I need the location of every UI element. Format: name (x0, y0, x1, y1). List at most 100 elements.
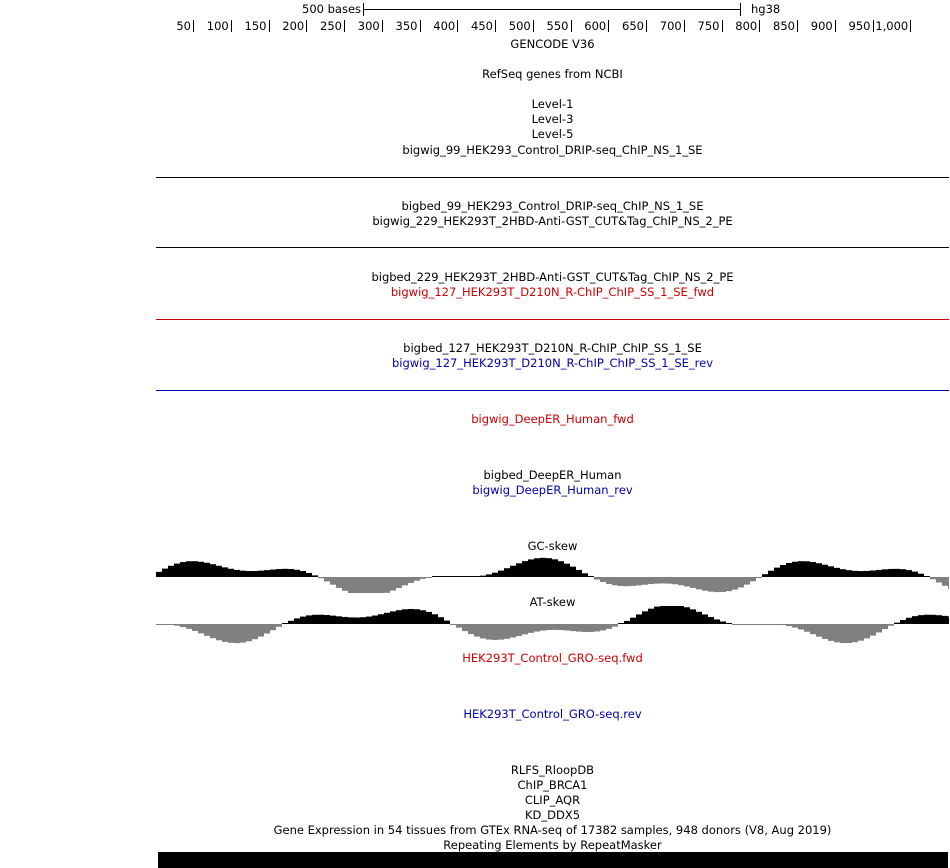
chip-brca1-track-label[interactable]: ChIP_BRCA1 (517, 778, 588, 792)
level-1-track-label[interactable]: Level-1 (531, 97, 574, 111)
at-bar (186, 624, 192, 629)
at-bar (570, 624, 576, 632)
at-bar (258, 624, 264, 637)
at-bar (456, 624, 462, 628)
gencode-track-label[interactable]: GENCODE V36 (510, 37, 595, 51)
gc-bar (816, 563, 822, 577)
bigwig-127-rev-track-label[interactable]: bigwig_127_HEK293T_D210N_R-ChIP_ChIP_SS_… (391, 356, 714, 370)
gc-bar (702, 577, 708, 591)
gc-skew-signal[interactable] (156, 553, 949, 593)
bigbed-99-track-label[interactable]: bigbed_99_HEK293_Control_DRIP-seq_ChIP_N… (401, 199, 704, 213)
gc-bar (318, 577, 324, 579)
bigbed-127-track-label[interactable]: bigbed_127_HEK293T_D210N_R-ChIP_ChIP_SS_… (403, 341, 702, 355)
gc-bar (852, 570, 858, 577)
at-bar (210, 624, 216, 639)
at-bar (834, 624, 840, 643)
ruler-tick-mark (230, 20, 232, 32)
assembly-label: hg38 (751, 2, 781, 16)
at-bar (786, 624, 792, 627)
gro-rev-track-label[interactable]: HEK293T_Control_GRO-seq.rev (463, 707, 642, 721)
gc-bar (354, 577, 360, 593)
gc-bar (582, 573, 588, 577)
repeatmasker-track-label[interactable]: Repeating Elements by RepeatMasker (443, 838, 662, 852)
ruler-tick: 50 (176, 19, 194, 33)
gc-bar (780, 564, 786, 577)
gc-bar (696, 577, 702, 590)
gc-bar (306, 572, 312, 577)
ruler-tick-label: 1,000 (875, 19, 909, 33)
at-bar (528, 624, 534, 633)
gc-bar (936, 577, 942, 583)
at-bar (474, 624, 480, 637)
gc-bar (654, 577, 660, 584)
gc-bar (846, 570, 852, 577)
bigwig-99-track-label[interactable]: bigwig_99_HEK293_Control_DRIP-seq_ChIP_N… (402, 143, 703, 157)
gc-bar (888, 568, 894, 577)
ruler-tick-mark (457, 20, 459, 32)
clip-aqr-track-label[interactable]: CLIP_AQR (524, 793, 581, 807)
at-bar (510, 624, 516, 638)
ruler-tick: 500 (509, 19, 534, 33)
gc-bar (636, 577, 642, 586)
gc-bar (438, 576, 444, 577)
gc-bar (708, 577, 714, 592)
gc-bar (756, 577, 762, 578)
at-bar (294, 618, 300, 624)
at-bar (504, 624, 510, 639)
gc-bar (786, 563, 792, 577)
at-bar (768, 624, 774, 625)
at-skew-track-label[interactable]: AT-skew (529, 595, 576, 609)
gc-bar (792, 561, 798, 577)
ruler-tick: 800 (735, 19, 761, 33)
deeper-bed-track-label[interactable]: bigbed_DeepER_Human (483, 468, 622, 482)
gc-bar (762, 574, 768, 577)
level-5-track-label[interactable]: Level-5 (531, 127, 574, 141)
gc-bar (192, 561, 198, 577)
gc-bar (924, 576, 930, 577)
gro-fwd-track-label[interactable]: HEK293T_Control_GRO-seq.fwd (462, 651, 643, 665)
at-bar (432, 614, 438, 624)
ruler-tick-label: 300 (357, 19, 380, 33)
gc-bar (858, 571, 864, 577)
bigwig-127-fwd-track-label[interactable]: bigwig_127_HEK293T_D210N_R-ChIP_ChIP_SS_… (390, 285, 715, 299)
gc-skew-track-label[interactable]: GC-skew (527, 539, 578, 553)
gc-bar (204, 562, 210, 577)
at-bar (618, 623, 624, 624)
at-bar (930, 614, 936, 624)
scale-bar-line (363, 9, 740, 10)
refseq-track-label[interactable]: RefSeq genes from NCBI (482, 67, 623, 81)
at-bar (612, 624, 618, 627)
bigwig-229-track-label[interactable]: bigwig_229_HEK293T_2HBD-Anti-GST_CUT&Tag… (372, 214, 733, 228)
level-3-track-label[interactable]: Level-3 (531, 112, 574, 126)
at-bar (450, 624, 456, 625)
gc-bar (342, 577, 348, 591)
gc-bar (384, 577, 390, 593)
gc-bar (930, 577, 936, 580)
gc-bar (216, 565, 222, 577)
at-bar (252, 624, 258, 640)
gc-bar (900, 569, 906, 577)
kd-ddx5-track-label[interactable]: KD_DDX5 (524, 808, 581, 822)
at-bar (204, 624, 210, 636)
ruler-tick-mark (721, 20, 723, 32)
gc-bar (474, 576, 480, 577)
gtex-track-label[interactable]: Gene Expression in 54 tissues from GTEx … (273, 823, 832, 837)
ruler-tick: 900 (811, 19, 836, 33)
at-skew-signal[interactable] (156, 606, 949, 650)
gc-bar (912, 571, 918, 577)
gc-bar (366, 577, 372, 593)
rlfs-track-label[interactable]: RLFS_RloopDB (510, 763, 595, 777)
at-bar (162, 624, 168, 625)
at-bar (444, 620, 450, 624)
deeper-rev-track-label[interactable]: bigwig_DeepER_Human_rev (472, 483, 633, 497)
gc-bar (234, 569, 240, 577)
bigbed-229-track-label[interactable]: bigbed_229_HEK293T_2HBD-Anti-GST_CUT&Tag… (371, 270, 734, 284)
gc-bar (774, 567, 780, 577)
gc-bar (918, 573, 924, 577)
gc-bar (726, 577, 732, 592)
at-bar (792, 624, 798, 628)
deeper-fwd-track-label[interactable]: bigwig_DeepER_Human_fwd (471, 412, 634, 426)
gc-bar (672, 577, 678, 585)
repeatmasker-block[interactable] (158, 852, 948, 868)
at-bar (420, 610, 426, 624)
